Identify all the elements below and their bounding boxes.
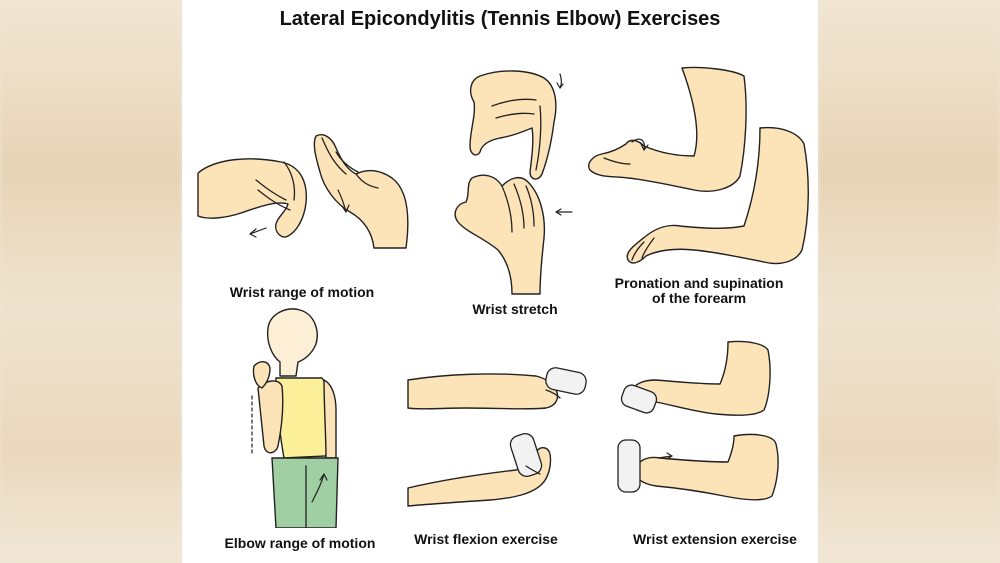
elbow-range-of-motion-illustration — [251, 308, 339, 528]
wrist-stretch-illustration — [454, 70, 573, 295]
page-title: Lateral Epicondylitis (Tennis Elbow) Exe… — [279, 8, 721, 30]
wrist-flexion-label: Wrist flexion exercise — [414, 531, 558, 547]
exercise-illustration-panel: Lateral Epicondylitis (Tennis Elbow) Exe… — [182, 0, 818, 563]
wrist-extension-label: Wrist extension exercise — [633, 531, 797, 547]
wrist-range-of-motion-illustration — [197, 134, 409, 249]
wrist-stretch-label: Wrist stretch — [472, 301, 558, 317]
elbow-range-of-motion-label: Elbow range of motion — [224, 535, 376, 551]
blurred-background-left — [0, 0, 182, 563]
wrist-extension-illustration — [617, 340, 779, 501]
wrist-flexion-illustration — [407, 367, 587, 507]
pronation-supination-illustration — [588, 66, 809, 265]
blurred-background-right — [818, 0, 1000, 563]
wrist-range-of-motion-label: Wrist range of motion — [229, 284, 375, 300]
pronation-label-line1: Pronation and supination — [614, 275, 784, 291]
pronation-label-line2: of the forearm — [651, 290, 747, 306]
